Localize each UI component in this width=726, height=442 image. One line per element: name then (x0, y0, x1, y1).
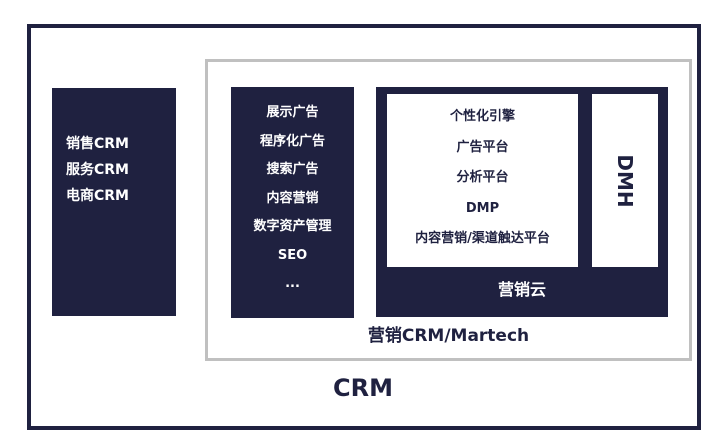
dmh-label: DMH (613, 153, 637, 208)
martech-label: 营销CRM/Martech (367, 326, 530, 346)
marketing-cloud-label: 营销云 (497, 280, 546, 299)
ad-platform-item: 广告平台 (456, 139, 509, 155)
personalization-engine-item: 个性化引擎 (449, 109, 515, 124)
dmp-item: DMP (465, 200, 500, 216)
ads-panel: 展示广告 程序化广告 搜索广告 内容营销 数字资产管理 SEO ... (231, 87, 354, 318)
dmh-box: DMH (592, 94, 658, 267)
ads-list: 展示广告 程序化广告 搜索广告 内容营销 数字资产管理 SEO ... (231, 99, 354, 299)
marketing-cloud-list: 个性化引擎 广告平台 分析平台 DMP 内容营销/渠道触达平台 (387, 102, 578, 255)
search-ads-item: 搜索广告 (266, 162, 319, 177)
programmatic-ads-item: 程序化广告 (259, 133, 325, 149)
digital-asset-management-item: 数字资产管理 (253, 219, 332, 234)
marketing-cloud-inner-box: 个性化引擎 广告平台 分析平台 DMP 内容营销/渠道触达平台 (387, 94, 578, 267)
ecommerce-crm-item: 电商CRM (66, 188, 129, 204)
seo-item: SEO (277, 247, 308, 263)
marketing-cloud-panel: 个性化引擎 广告平台 分析平台 DMP 内容营销/渠道触达平台 DMH 营销云 (376, 87, 668, 317)
ellipsis-item: ... (285, 276, 300, 291)
content-marketing-item: 内容营销 (266, 190, 319, 206)
display-ads-item: 展示广告 (266, 105, 319, 120)
sales-crm-item: 销售CRM (66, 136, 129, 152)
analytics-platform-item: 分析平台 (456, 170, 509, 185)
sales-crm-list: 销售CRM 服务CRM 电商CRM (66, 131, 129, 209)
content-channel-platform-item: 内容营销/渠道触达平台 (415, 231, 550, 246)
service-crm-item: 服务CRM (66, 162, 129, 178)
crm-label: CRM (333, 374, 393, 402)
sales-crm-panel: 销售CRM 服务CRM 电商CRM (52, 88, 176, 316)
